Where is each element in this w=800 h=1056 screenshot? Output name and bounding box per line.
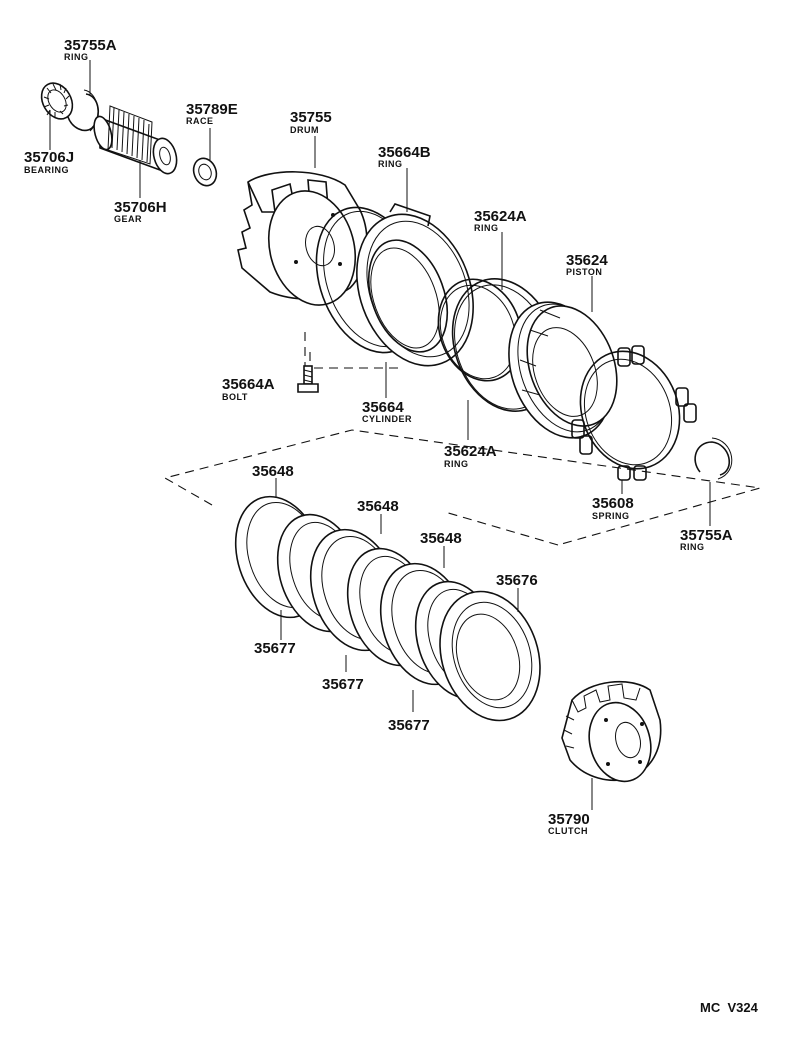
svg-text:CLUTCH: CLUTCH (548, 826, 588, 836)
svg-text:RING: RING (64, 52, 89, 62)
diagram-code: MC V324 (700, 1000, 759, 1015)
svg-text:35755A: 35755A (64, 37, 117, 54)
bolt-drawing (297, 365, 319, 393)
svg-text:35677: 35677 (388, 717, 430, 734)
part-label-35664: 35664 CYLINDER (362, 399, 412, 424)
leader-lines (49, 60, 711, 810)
svg-text:35648: 35648 (420, 530, 462, 547)
snap-ring-top-drawing (67, 89, 99, 132)
race-drawing (192, 157, 218, 187)
svg-text:35624A: 35624A (474, 208, 527, 225)
part-label-35755a-top: 35755A RING (64, 37, 117, 62)
spring-drawing (571, 345, 697, 481)
part-label-35677-a: 35677 (254, 640, 296, 657)
svg-text:BOLT: BOLT (222, 392, 248, 402)
part-label-35648-c: 35648 (420, 530, 462, 547)
clutch-hub-drawing (561, 680, 662, 783)
part-label-35677-c: 35677 (388, 717, 430, 734)
part-label-35664b: 35664B RING (378, 144, 431, 169)
svg-text:DRUM: DRUM (290, 125, 319, 135)
part-label-35790: 35790 CLUTCH (548, 811, 590, 836)
part-label-35789e: 35789E RACE (186, 101, 238, 126)
part-label-35676: 35676 (496, 572, 538, 589)
cylinder-drawing (356, 203, 474, 367)
svg-text:35677: 35677 (254, 640, 296, 657)
piston-drawing (508, 301, 618, 439)
svg-text:35790: 35790 (548, 811, 590, 828)
part-label-35608: 35608 SPRING (592, 495, 634, 521)
svg-text:CYLINDER: CYLINDER (362, 414, 412, 424)
svg-text:35624A: 35624A (444, 443, 497, 460)
drum-drawing (237, 171, 368, 306)
svg-text:RING: RING (444, 459, 469, 469)
svg-text:35706H: 35706H (114, 199, 167, 216)
svg-text:35676: 35676 (496, 572, 538, 589)
svg-text:SPRING: SPRING (592, 511, 630, 521)
svg-text:35648: 35648 (357, 498, 399, 515)
svg-text:RING: RING (378, 159, 403, 169)
part-label-35664a: 35664A BOLT (222, 376, 275, 402)
bearing-drawing (40, 82, 74, 120)
svg-text:RACE: RACE (186, 116, 214, 126)
snap-ring-bottom-drawing (694, 437, 733, 480)
svg-text:35664B: 35664B (378, 144, 431, 161)
svg-text:PISTON: PISTON (566, 267, 602, 277)
part-label-35755a-bottom: 35755A RING (680, 527, 733, 552)
svg-text:35664: 35664 (362, 399, 404, 416)
part-label-35706j: 35706J BEARING (24, 149, 74, 175)
svg-text:35648: 35648 (252, 463, 294, 480)
clutch-plates-drawing (234, 495, 541, 722)
svg-text:35677: 35677 (322, 676, 364, 693)
svg-text:35789E: 35789E (186, 101, 238, 118)
part-label-35624: 35624 PISTON (566, 252, 608, 277)
svg-text:GEAR: GEAR (114, 214, 142, 224)
gear-drawing (93, 105, 178, 175)
part-label-35677-b: 35677 (322, 676, 364, 693)
svg-text:35755: 35755 (290, 109, 332, 126)
svg-text:35706J: 35706J (24, 149, 74, 166)
part-label-35706h: 35706H GEAR (114, 199, 167, 224)
svg-text:35624: 35624 (566, 252, 608, 269)
svg-text:BEARING: BEARING (24, 165, 69, 175)
part-label-35648-a: 35648 (252, 463, 294, 480)
part-label-35755: 35755 DRUM (290, 109, 332, 135)
part-label-35624a-top: 35624A RING (474, 208, 527, 233)
svg-text:35608: 35608 (592, 495, 634, 512)
svg-text:35755A: 35755A (680, 527, 733, 544)
part-label-35648-b: 35648 (357, 498, 399, 515)
svg-text:RING: RING (474, 223, 499, 233)
svg-text:35664A: 35664A (222, 376, 275, 393)
part-label-35624a-bottom: 35624A RING (444, 443, 497, 469)
svg-text:RING: RING (680, 542, 705, 552)
